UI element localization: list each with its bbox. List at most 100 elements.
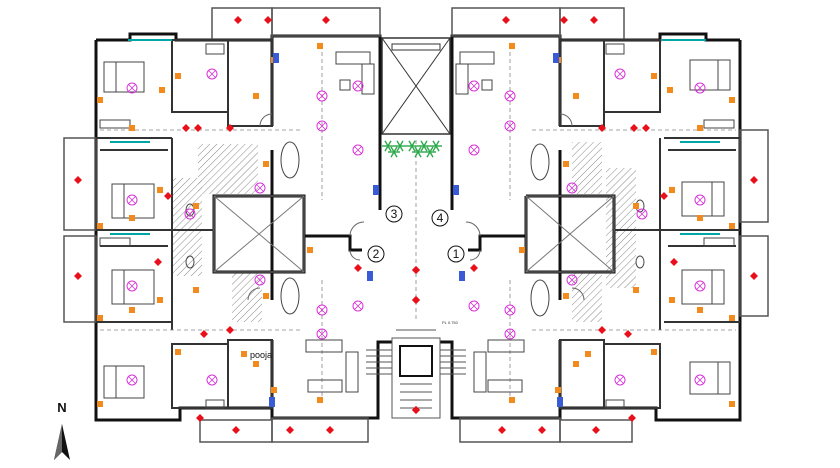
- power-socket-icon: [193, 287, 199, 293]
- ceiling-light-icon: [254, 274, 266, 286]
- electrical-point-icon: [502, 16, 510, 24]
- central-void: [381, 37, 451, 135]
- power-socket-icon: [633, 203, 639, 209]
- lift-cores: [213, 195, 615, 273]
- power-socket-icon: [253, 361, 259, 367]
- ceiling-light-icon: [206, 374, 218, 386]
- ceiling-light-icon: [126, 82, 138, 94]
- ceiling-light-icon: [694, 280, 706, 292]
- power-socket-icon: [157, 297, 163, 303]
- power-socket-icon: [729, 223, 735, 229]
- electrical-point-icon: [592, 426, 600, 434]
- power-socket-icon: [159, 87, 165, 93]
- electrical-point-icon: [750, 176, 758, 184]
- ceiling-light-icon: [694, 194, 706, 206]
- unit-marker-4[interactable]: 4: [431, 209, 449, 227]
- electrical-point-icon: [286, 426, 294, 434]
- power-socket-icon: [729, 97, 735, 103]
- switch-board-icon: [453, 185, 459, 195]
- power-socket-icon: [97, 401, 103, 407]
- ceiling-light-icon: [566, 182, 578, 194]
- ceiling-light-icon: [352, 80, 364, 92]
- electrical-point-icon: [598, 124, 606, 132]
- electrical-point-icon: [628, 414, 636, 422]
- balcony-right-side: [739, 129, 769, 223]
- electrical-point-icon: [164, 192, 172, 200]
- power-socket-icon: [241, 351, 247, 357]
- switch-board-icon: [459, 271, 465, 281]
- shaft-right-upper: [572, 142, 602, 194]
- unit-marker-3[interactable]: 3: [385, 205, 403, 223]
- ceiling-light-icon: [316, 304, 328, 316]
- unit-marker-1[interactable]: 1: [447, 245, 465, 263]
- electrical-point-symbols: [74, 16, 758, 434]
- power-socket-icon: [555, 387, 561, 393]
- power-socket-icon: [129, 307, 135, 313]
- switch-board-icon: [269, 397, 275, 407]
- central-planters: [382, 140, 442, 158]
- power-socket-icon: [669, 187, 675, 193]
- switch-board-symbols: [269, 53, 563, 407]
- partitions: [96, 39, 740, 409]
- room-label-pooja: pooja: [250, 350, 272, 360]
- electrical-point-icon: [154, 258, 162, 266]
- power-socket-symbols: [97, 43, 735, 407]
- ceiling-light-icon: [566, 274, 578, 286]
- electrical-point-icon: [232, 426, 240, 434]
- electrical-point-icon: [642, 124, 650, 132]
- electrical-point-icon: [538, 426, 546, 434]
- power-socket-icon: [669, 297, 675, 303]
- power-socket-icon: [563, 293, 569, 299]
- power-socket-icon: [509, 397, 515, 403]
- power-socket-icon: [157, 187, 163, 193]
- unit-number-2: 2: [373, 247, 380, 261]
- electrical-point-icon: [750, 272, 758, 280]
- power-socket-icon: [175, 73, 181, 79]
- plant-icon: [424, 146, 436, 158]
- ceiling-light-icon: [184, 208, 196, 220]
- electrical-point-icon: [670, 258, 678, 266]
- electrical-point-icon: [200, 330, 208, 338]
- plant-icon: [388, 146, 400, 158]
- unit-markers: 1 2 3 4: [367, 205, 465, 263]
- balcony-left-side: [63, 137, 97, 231]
- electrical-point-icon: [498, 426, 506, 434]
- balcony-top-right: [559, 7, 625, 41]
- ceiling-light-icon: [504, 120, 516, 132]
- ceiling-light-icon: [352, 300, 364, 312]
- ceiling-light-icon: [254, 182, 266, 194]
- balcony-bottom-right: [559, 419, 633, 443]
- door-swings: [247, 113, 585, 301]
- plant-icon: [406, 140, 418, 152]
- power-socket-icon: [697, 125, 703, 131]
- ceiling-light-icon: [126, 194, 138, 206]
- balcony-bottom-mid-left: [271, 417, 369, 443]
- balconies: [63, 7, 769, 443]
- hatched-shafts: [172, 142, 636, 322]
- power-socket-icon: [307, 247, 313, 253]
- power-socket-icon: [519, 247, 525, 253]
- ceiling-light-icon: [126, 280, 138, 292]
- power-socket-icon: [97, 315, 103, 321]
- ceiling-light-icon: [468, 300, 480, 312]
- ceiling-light-icon: [504, 304, 516, 316]
- level-mark: PL 0.750: [442, 320, 459, 325]
- power-socket-icon: [667, 87, 673, 93]
- power-socket-icon: [563, 161, 569, 167]
- electrical-point-icon: [412, 296, 420, 304]
- electrical-point-icon: [74, 272, 82, 280]
- power-socket-icon: [263, 161, 269, 167]
- electrical-point-icon: [196, 414, 204, 422]
- electrical-point-icon: [74, 176, 82, 184]
- electrical-point-icon: [326, 426, 334, 434]
- ceiling-light-icon: [694, 374, 706, 386]
- unit-marker-2[interactable]: 2: [367, 245, 385, 263]
- ceiling-light-icon: [504, 328, 516, 340]
- electrical-point-icon: [322, 16, 330, 24]
- power-socket-icon: [509, 43, 515, 49]
- ceiling-light-icon: [468, 144, 480, 156]
- balcony-top-mid-left: [271, 7, 381, 37]
- ceiling-light-icon: [694, 82, 706, 94]
- switch-board-icon: [557, 397, 563, 407]
- ceiling-light-icon: [352, 144, 364, 156]
